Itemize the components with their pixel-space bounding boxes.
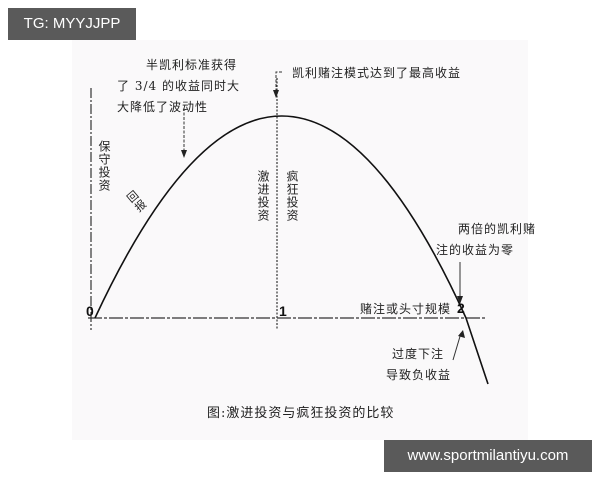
tick-0: 0 [86, 303, 94, 319]
half-kelly-note-line1: 半凯利标准获得 [146, 58, 238, 72]
overbet-note-line2: 导致负收益 [386, 368, 452, 382]
double-kelly-note-line2: 注的收益为零 [436, 243, 515, 257]
kelly-diagram-figure [72, 40, 528, 440]
conservative-label: 保守投资 [97, 140, 111, 192]
tick-1: 1 [279, 303, 287, 319]
watermark-bottom-right: www.sportmilantiyu.com [384, 440, 592, 472]
half-kelly-note-line2: 了 3/4 的收益同时大 [117, 79, 240, 93]
double-kelly-note-line1: 两倍的凯利赌 [458, 222, 537, 236]
full-kelly-arrowhead [273, 90, 279, 98]
full-kelly-note: 凯利赌注模式达到了最高收益 [292, 66, 462, 80]
aggressive-label: 激进投资 [256, 170, 270, 222]
full-kelly-arrow-line [275, 71, 282, 92]
overbet-note-line1: 过度下注 [392, 347, 445, 361]
crazy-label: 疯狂投资 [285, 170, 299, 222]
overbet-arrow-line [452, 332, 462, 361]
figure-caption: 图:激进投资与疯狂投资的比较 [207, 406, 395, 421]
double-kelly-arrowhead [457, 296, 463, 304]
overbet-arrowhead [458, 330, 465, 338]
tick-2: 2 [457, 300, 465, 316]
half-kelly-arrowhead [181, 150, 187, 158]
x-axis-label: 赌注或头寸规模 [360, 302, 452, 316]
half-kelly-note-line3: 大降低了波动性 [117, 100, 209, 114]
watermark-top-left: TG: MYYJJPP [8, 8, 136, 40]
return-curve [94, 115, 489, 385]
